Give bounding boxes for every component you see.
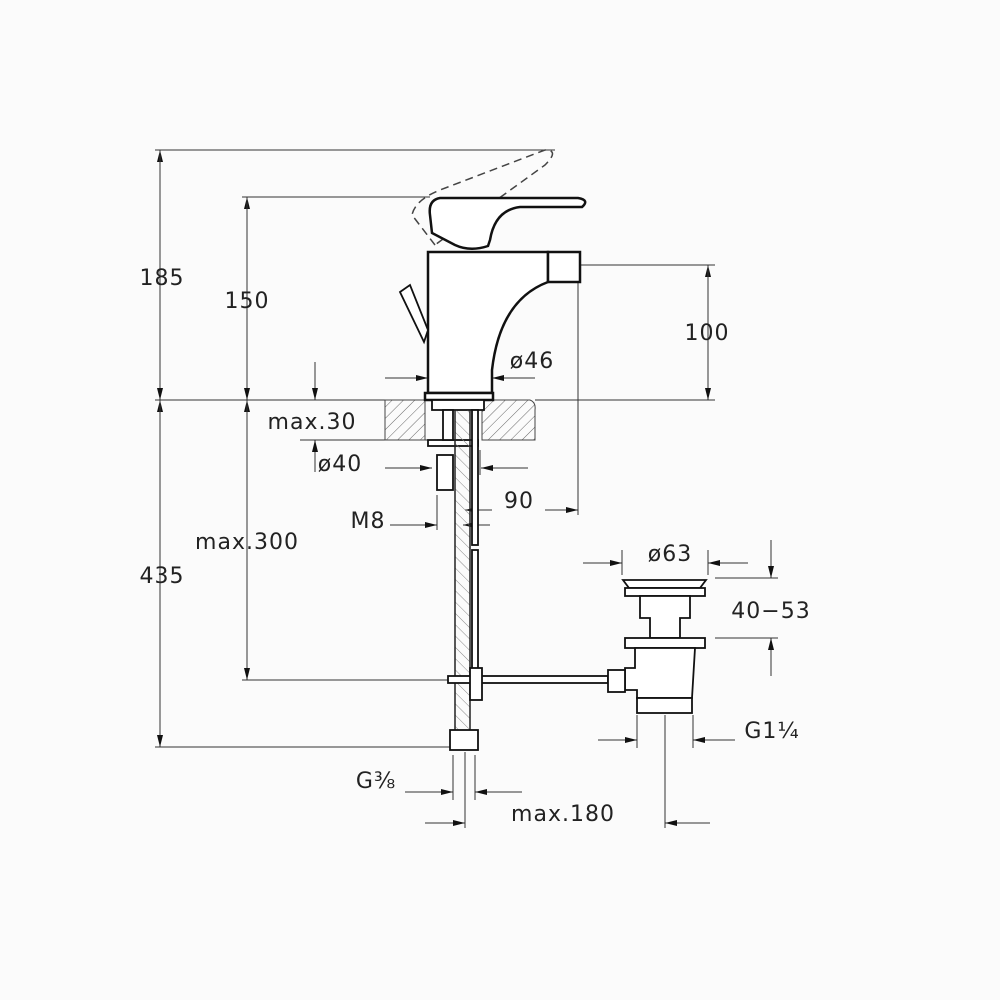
label-max180: max.180 <box>511 802 615 827</box>
label-90: 90 <box>504 489 534 514</box>
label-d63: ø63 <box>648 542 692 567</box>
extension-lines <box>155 149 778 828</box>
label-d46: ø46 <box>510 349 554 374</box>
label-435: 435 <box>140 564 185 589</box>
pop-up-waste <box>607 579 708 714</box>
faucet <box>398 149 609 751</box>
label-150: 150 <box>225 289 270 314</box>
label-m8: M8 <box>351 509 386 534</box>
label-g3-8: G⅜ <box>356 769 396 794</box>
countertop <box>384 399 536 441</box>
dimension-labels: 185 150 100 ø46 max.30 ø40 90 M8 max.300… <box>140 266 810 827</box>
label-g1-1-4: G1¼ <box>744 719 799 744</box>
label-100: 100 <box>685 321 730 346</box>
label-max300: max.300 <box>195 530 299 555</box>
label-185: 185 <box>140 266 185 291</box>
label-d40: ø40 <box>318 452 362 477</box>
label-40-53: 40−53 <box>731 599 810 624</box>
label-max30: max.30 <box>268 410 357 435</box>
